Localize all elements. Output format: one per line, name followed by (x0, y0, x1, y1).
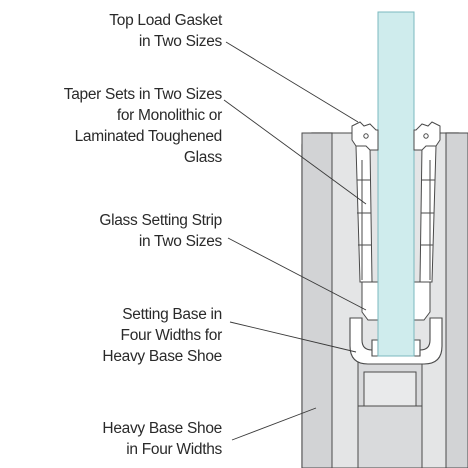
callout-setting-base: Setting Base in Four Widths for Heavy Ba… (102, 304, 222, 367)
base-shoe-outer-left (301, 132, 333, 468)
callout-line: for Monolithic or (116, 107, 222, 124)
callout-line: Glass (183, 149, 222, 166)
base-shoe-outer-right (445, 132, 468, 468)
leader-top-load-gasket (225, 41, 359, 123)
leader-setting-base (229, 321, 357, 353)
callout-line: Heavy Base Shoe (102, 348, 222, 365)
callout-line: Glass Setting Strip (99, 212, 222, 229)
leader-heavy-base-shoe (231, 407, 317, 441)
callout-line: in Two Sizes (138, 233, 222, 250)
callout-line: Four Widths for (120, 327, 223, 344)
callout-line: in Four Widths (126, 441, 222, 458)
callout-heavy-base-shoe: Heavy Base Shoe in Four Widths (102, 418, 222, 460)
callout-line: Setting Base in (122, 306, 222, 323)
callout-taper-sets: Taper Sets in Two Sizes for Monolithic o… (63, 84, 223, 168)
glass-panel (377, 11, 415, 357)
callout-line: Heavy Base Shoe (102, 420, 222, 437)
taper-sets (355, 145, 437, 283)
top-load-gasket (351, 121, 441, 151)
base-shoe-lower-web-step (363, 371, 417, 407)
leader-taper-sets (223, 99, 367, 205)
callout-line: Top Load Gasket (109, 12, 222, 29)
callout-line: Taper Sets in Two Sizes (63, 86, 223, 103)
callout-line: Laminated Toughened (74, 128, 223, 145)
callout-line: in Two Sizes (138, 33, 222, 50)
leader-glass-setting-strip (227, 237, 367, 311)
callout-top-load-gasket: Top Load Gasket in Two Sizes (109, 10, 222, 52)
glass-setting-strip (361, 281, 431, 321)
leader-lines (223, 41, 367, 441)
callout-glass-setting-strip: Glass Setting Strip in Two Sizes (99, 210, 222, 252)
